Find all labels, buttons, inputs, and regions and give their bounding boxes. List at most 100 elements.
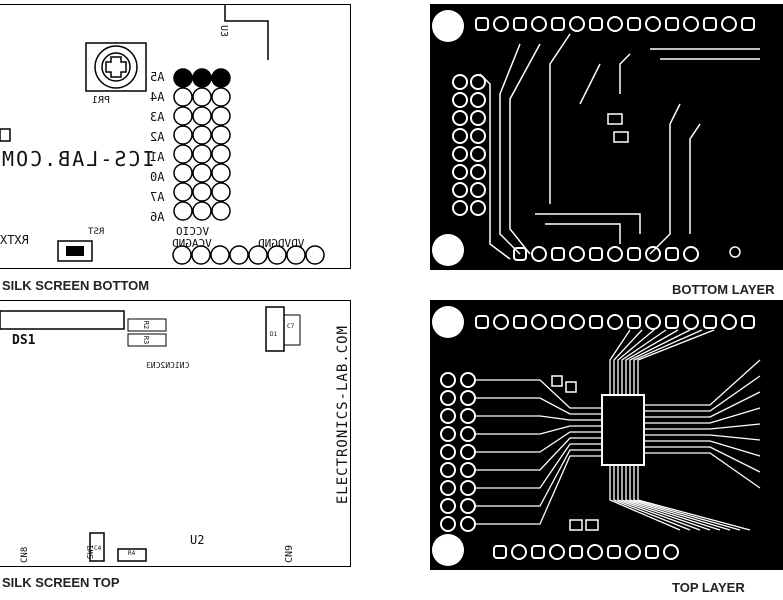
copper-pad	[452, 182, 468, 198]
copper-pad	[452, 164, 468, 180]
trace	[637, 465, 751, 531]
r3-label: R3	[142, 335, 151, 345]
trace	[475, 449, 602, 507]
silk-top-caption: SILK SCREEN TOP	[2, 575, 120, 590]
copper-pad	[665, 17, 679, 31]
copper-pad	[470, 74, 486, 90]
header-pad	[211, 163, 231, 183]
copper-pad	[551, 315, 565, 329]
trace	[633, 465, 741, 531]
silk-screen-bottom-panel: U3 PR1 A5 A4 A3 A2 A1 A0 A7 A6 ICS-LAB.C…	[0, 4, 351, 269]
copper-pad	[440, 408, 456, 424]
top-layer-caption: TOP LAYER	[672, 580, 745, 595]
header-pad	[211, 68, 231, 88]
url-label: ELECTRONICS-LAB.COM	[335, 325, 351, 505]
cn9-label: CN9	[284, 544, 295, 563]
copper-pad	[607, 246, 623, 262]
copper-pad	[589, 315, 603, 329]
copper-pad	[721, 314, 737, 330]
trace	[629, 329, 691, 395]
trace	[613, 465, 691, 531]
copper-pad	[569, 16, 585, 32]
trace	[629, 465, 731, 531]
url-fragment-label: ICS-LAB.COM	[0, 147, 155, 171]
rst-label: RST	[88, 227, 105, 237]
copper-pad	[569, 314, 585, 330]
copper-pad	[683, 314, 699, 330]
copper-pad	[551, 17, 565, 31]
pin-a7-label: A7	[150, 190, 165, 204]
copper-pad	[549, 544, 565, 560]
d1-label: D1	[270, 331, 278, 338]
copper-pad	[607, 16, 623, 32]
copper-pad	[513, 315, 527, 329]
header-pad	[172, 245, 192, 265]
header-pad	[192, 87, 212, 107]
silk-screen-top-panel: DS1 R2 R3 CN1CN2CN3 C7 D1 ELECTRONICS-LA…	[0, 300, 351, 567]
trace	[644, 359, 761, 406]
copper-pad	[569, 246, 585, 262]
copper-pad	[625, 544, 641, 560]
trace	[644, 434, 761, 441]
u2-label: U2	[190, 533, 205, 547]
copper-pad	[452, 74, 468, 90]
copper-pad	[531, 16, 547, 32]
pin-a5-label: A5	[150, 70, 165, 84]
trace	[617, 465, 701, 531]
header-pad	[173, 106, 193, 126]
ds1-label: DS1	[12, 333, 36, 348]
trace	[644, 423, 761, 430]
copper-pad	[645, 16, 661, 32]
copper-pad	[511, 544, 527, 560]
copper-pad	[470, 128, 486, 144]
copper-pad	[440, 444, 456, 460]
copper-pad	[587, 544, 603, 560]
bottom-layer-caption: BOTTOM LAYER	[672, 282, 775, 297]
c4-label: C4	[94, 545, 102, 552]
copper-pad	[645, 545, 659, 559]
trace	[633, 329, 703, 395]
copper-pad	[531, 545, 545, 559]
header-pad	[305, 245, 325, 265]
copper-pad	[663, 544, 679, 560]
trace	[644, 446, 761, 473]
copper-pad	[703, 315, 717, 329]
header-pad	[211, 106, 231, 126]
copper-pad	[665, 315, 679, 329]
header-pad	[173, 163, 193, 183]
trace	[621, 329, 667, 395]
copper-pad	[440, 372, 456, 388]
copper-pad	[440, 426, 456, 442]
copper-pad	[645, 246, 661, 262]
copper-pad	[607, 314, 623, 330]
copper-pad	[627, 17, 641, 31]
trace	[644, 440, 761, 457]
copper-pad	[513, 17, 527, 31]
top-layer-panel	[430, 300, 783, 570]
copper-pad	[440, 480, 456, 496]
header-pad	[192, 163, 212, 183]
copper-pad	[452, 128, 468, 144]
copper-pad	[607, 545, 621, 559]
trace	[475, 437, 602, 471]
header-pad	[211, 201, 231, 221]
silk-bottom-caption: SILK SCREEN BOTTOM	[2, 278, 150, 293]
bottom-layer-copper	[430, 4, 783, 270]
copper-pad	[452, 200, 468, 216]
copper-pad	[493, 16, 509, 32]
silk-bottom-drawing	[0, 5, 325, 265]
copper-pad	[440, 516, 456, 532]
cn8-label: CN8	[20, 546, 30, 563]
header-pad	[173, 87, 193, 107]
trace	[475, 455, 602, 525]
pin-a3-label: A3	[150, 110, 165, 124]
header-pad	[173, 144, 193, 164]
vdvdgnd-label: VDVDGND	[258, 237, 305, 250]
header-pad	[173, 182, 193, 202]
top-layer-copper	[430, 300, 783, 570]
vcagnd-label: VCAGND	[172, 237, 212, 250]
trace	[475, 431, 602, 453]
header-pad	[192, 68, 212, 88]
copper-pad	[470, 146, 486, 162]
copper-pad	[683, 16, 699, 32]
